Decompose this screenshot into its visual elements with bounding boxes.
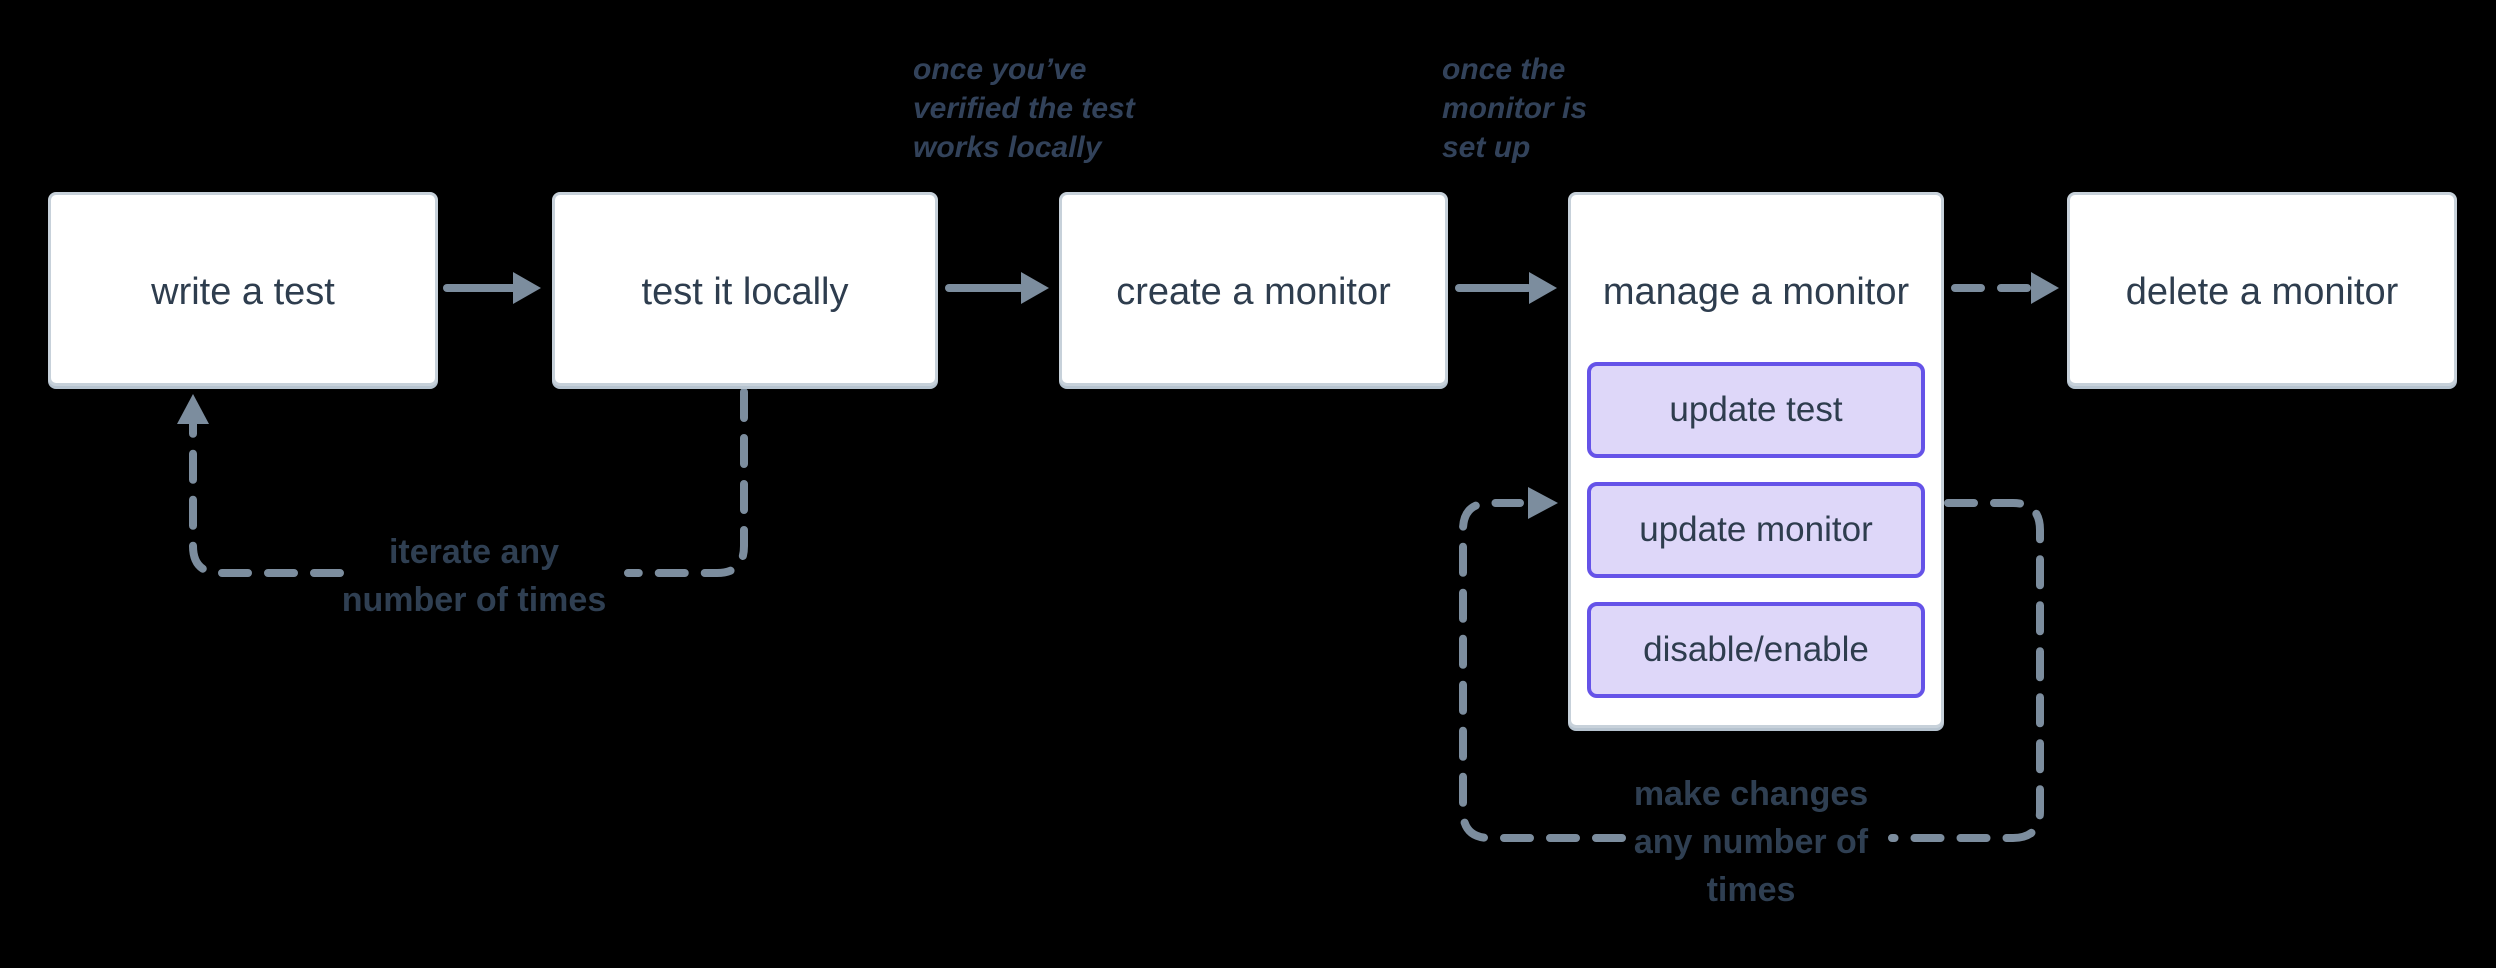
- annotation-once-setup: once the monitor is set up: [1442, 50, 1587, 167]
- loop-label-line: iterate any: [388, 533, 560, 571]
- arrow-test-to-create: [945, 272, 1049, 304]
- action-update-monitor: update monitor: [1587, 482, 1925, 578]
- annotation-line: works locally: [913, 131, 1102, 164]
- node-label: create a monitor: [1116, 270, 1391, 313]
- arrow-manage-to-delete: [1951, 272, 2059, 304]
- node-create-a-monitor: create a monitor: [1059, 192, 1448, 386]
- node-manage-a-monitor: manage a monitor update test update moni…: [1568, 192, 1944, 728]
- annotation-line: once you’ve: [913, 53, 1087, 86]
- loop-label-line: any number of: [1633, 823, 1869, 861]
- arrowhead-icon: [177, 394, 209, 424]
- action-disable-enable: disable/enable: [1587, 602, 1925, 698]
- annotation-line: monitor is: [1442, 92, 1588, 125]
- node-label: write a test: [151, 270, 335, 313]
- annotation-line: once the: [1442, 53, 1566, 86]
- action-label: update test: [1669, 390, 1843, 429]
- loop-label-line: times: [1706, 871, 1796, 909]
- loop-label-line: make changes: [1633, 775, 1869, 813]
- loop-label-line: number of times: [341, 581, 607, 619]
- arrowhead-icon: [1529, 272, 1557, 304]
- action-label: update monitor: [1639, 510, 1873, 549]
- arrow-create-to-manage: [1455, 272, 1557, 304]
- node-test-it-locally: test it locally: [552, 192, 938, 386]
- label-iterate-loop: iterate any number of times: [274, 528, 674, 624]
- arrowhead-icon: [1528, 487, 1558, 519]
- node-write-a-test: write a test: [48, 192, 438, 386]
- annotation-line: verified the test: [913, 92, 1135, 125]
- loop-make-changes: [1459, 487, 2044, 842]
- arrowhead-icon: [1021, 272, 1049, 304]
- arrowhead-icon: [2031, 272, 2059, 304]
- annotation-once-verified: once you’ve verified the test works loca…: [913, 50, 1135, 167]
- node-label: delete a monitor: [2125, 270, 2399, 313]
- node-label: manage a monitor: [1602, 270, 1910, 313]
- annotation-line: set up: [1442, 131, 1531, 164]
- label-make-changes-loop: make changes any number of times: [1551, 770, 1951, 914]
- loop-iterate: [177, 388, 748, 577]
- arrow-write-to-test: [443, 272, 541, 304]
- node-delete-a-monitor: delete a monitor: [2067, 192, 2457, 386]
- action-update-test: update test: [1587, 362, 1925, 458]
- action-label: disable/enable: [1643, 630, 1869, 669]
- arrowhead-icon: [513, 272, 541, 304]
- node-label: test it locally: [641, 270, 849, 313]
